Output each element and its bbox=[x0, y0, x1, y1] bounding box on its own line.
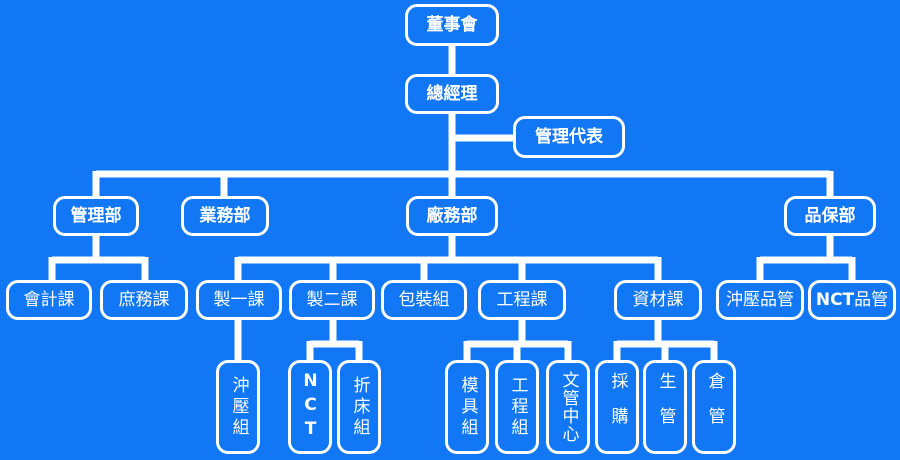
node-mold-group-label: 模具組 bbox=[457, 375, 478, 439]
node-general-affairs-section: 庶務課 bbox=[100, 280, 188, 320]
node-packing-group-label: 包裝組 bbox=[398, 289, 450, 310]
node-engineering-section-label: 工程課 bbox=[496, 289, 548, 310]
node-warehouse: 倉管 bbox=[692, 360, 736, 454]
node-accounting-section-label: 會計課 bbox=[23, 289, 75, 310]
node-nct-qa-suffix: 品管 bbox=[854, 289, 889, 310]
node-general-manager-label: 總經理 bbox=[426, 83, 478, 104]
node-document-center: 文管中心 bbox=[546, 360, 590, 454]
node-nct-qa-prefix: NCT bbox=[815, 289, 855, 310]
node-engineering-section: 工程課 bbox=[478, 280, 566, 320]
node-nct-group: NCT bbox=[288, 360, 332, 454]
node-materials-section: 資材課 bbox=[614, 280, 702, 320]
node-management-representative: 管理代表 bbox=[513, 116, 625, 158]
node-board: 董事會 bbox=[405, 4, 499, 46]
node-admin-dept-label: 管理部 bbox=[70, 205, 122, 226]
node-mold-group: 模具組 bbox=[445, 360, 489, 454]
node-management-representative-label: 管理代表 bbox=[535, 126, 603, 147]
node-production-control: 生管 bbox=[643, 360, 687, 454]
node-board-label: 董事會 bbox=[426, 14, 478, 35]
node-engineering-group: 工程組 bbox=[495, 360, 539, 454]
node-mfg2-section: 製二課 bbox=[289, 280, 375, 320]
node-press-brake-group-label: 折床組 bbox=[349, 375, 370, 439]
node-sales-dept: 業務部 bbox=[181, 196, 269, 236]
node-packing-group: 包裝組 bbox=[381, 280, 467, 320]
node-materials-section-label: 資材課 bbox=[632, 289, 684, 310]
node-mfg1-section: 製一課 bbox=[196, 280, 282, 320]
node-mfg2-section-label: 製二課 bbox=[306, 289, 358, 310]
node-engineering-group-label: 工程組 bbox=[507, 375, 528, 439]
node-document-center-label: 文管中心 bbox=[558, 371, 579, 443]
node-mfg1-section-label: 製一課 bbox=[213, 289, 265, 310]
node-factory-dept-label: 廠務部 bbox=[426, 205, 478, 226]
node-stamping-group-label: 沖壓組 bbox=[228, 375, 249, 439]
node-purchasing: 採購 bbox=[595, 360, 639, 454]
node-qa-dept: 品保部 bbox=[784, 196, 876, 236]
node-nct-group-label: NCT bbox=[300, 371, 321, 443]
node-press-brake-group: 折床組 bbox=[337, 360, 381, 454]
node-admin-dept: 管理部 bbox=[53, 196, 139, 236]
node-qa-dept-label: 品保部 bbox=[804, 205, 856, 226]
node-factory-dept: 廠務部 bbox=[406, 196, 498, 236]
node-stamping-group: 沖壓組 bbox=[216, 360, 260, 454]
node-general-manager: 總經理 bbox=[405, 74, 499, 114]
node-general-affairs-section-label: 庶務課 bbox=[118, 289, 170, 310]
node-stamping-qa-label: 沖壓品管 bbox=[726, 289, 794, 310]
node-sales-dept-label: 業務部 bbox=[199, 205, 251, 226]
node-stamping-qa: 沖壓品管 bbox=[716, 280, 804, 320]
node-production-control-label: 生管 bbox=[655, 372, 676, 442]
node-accounting-section: 會計課 bbox=[6, 280, 92, 320]
node-purchasing-label: 採購 bbox=[607, 372, 628, 442]
node-warehouse-label: 倉管 bbox=[704, 372, 725, 442]
